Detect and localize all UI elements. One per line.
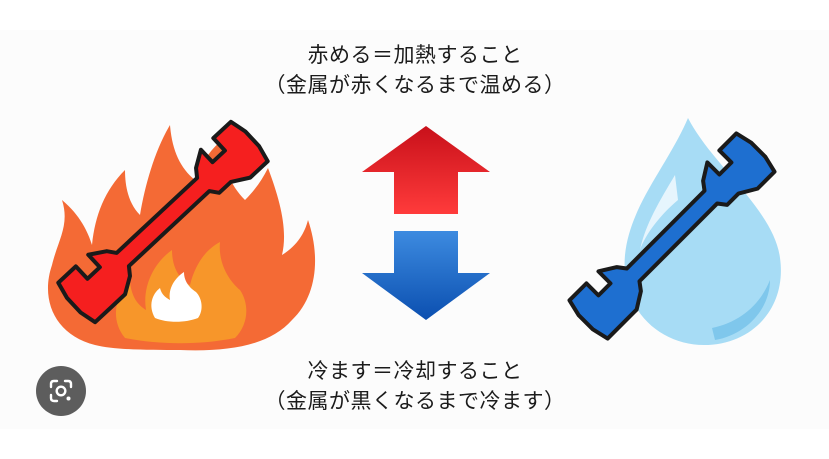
- cooling-subtitle: （金属が黒くなるまで冷ます）: [264, 389, 566, 413]
- water-drop-icon: [624, 118, 781, 345]
- heating-title: 赤める＝加熱すること: [307, 43, 523, 67]
- heating-caption: 赤める＝加熱すること （金属が赤くなるまで温める）: [200, 40, 630, 100]
- cooling-caption: 冷ます＝冷却すること （金属が黒くなるまで冷ます）: [200, 356, 630, 416]
- lens-search-icon: [49, 379, 73, 403]
- lens-search-button[interactable]: [36, 366, 86, 416]
- heating-subtitle: （金属が赤くなるまで温める）: [264, 73, 566, 97]
- cooling-title: 冷ます＝冷却すること: [307, 359, 523, 383]
- arrow-down-icon: [362, 231, 490, 320]
- arrow-up-icon: [362, 126, 490, 214]
